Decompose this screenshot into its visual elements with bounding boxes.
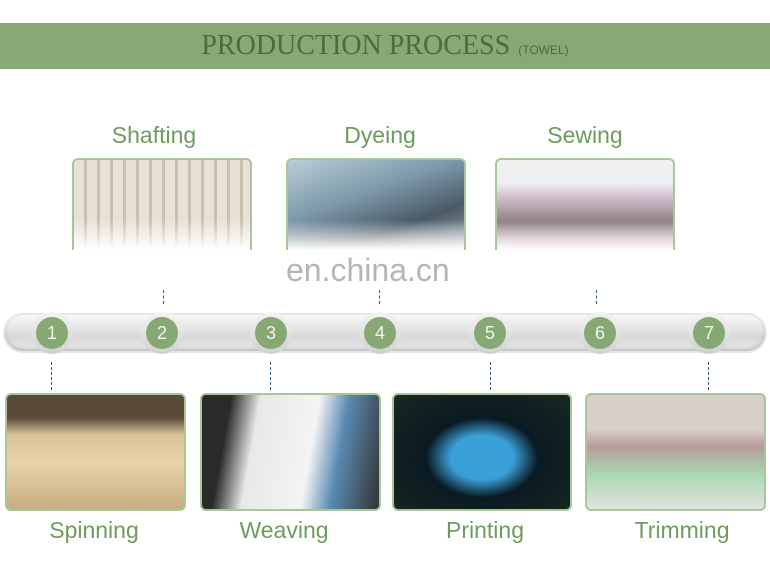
- connector: [596, 290, 597, 304]
- step-number: 5: [474, 317, 506, 349]
- connector: [379, 290, 380, 304]
- step-label-printing: Printing: [446, 517, 524, 543]
- step-number: 3: [255, 317, 287, 349]
- step-node-6: 6: [579, 312, 621, 354]
- watermark: en.china.cn: [286, 252, 450, 288]
- step-label-dyeing: Dyeing: [344, 122, 416, 148]
- step-node-5: 5: [469, 312, 511, 354]
- step-number: 2: [146, 317, 178, 349]
- header-banner: PRODUCTION PROCESS (TOWEL): [0, 23, 770, 69]
- page-subtitle: (TOWEL): [518, 43, 569, 57]
- step-label-spinning: Spinning: [49, 517, 139, 543]
- step-label-shafting: Shafting: [111, 122, 197, 148]
- page-title: PRODUCTION PROCESS: [201, 30, 511, 61]
- step-label-trimming: Trimming: [634, 517, 730, 543]
- connector: [490, 362, 491, 390]
- dyeing-photo: [286, 158, 466, 250]
- step-number: 6: [584, 317, 616, 349]
- step-number: 4: [364, 317, 396, 349]
- step-label-weaving: Weaving: [239, 517, 329, 543]
- step-node-4: 4: [359, 312, 401, 354]
- step-node-3: 3: [250, 312, 292, 354]
- weaving-photo: [200, 393, 381, 511]
- trimming-photo: [585, 393, 766, 511]
- step-node-2: 2: [141, 312, 183, 354]
- connector: [51, 362, 52, 390]
- step-node-7: 7: [688, 312, 730, 354]
- sewing-photo: [495, 158, 675, 250]
- step-label-sewing: Sewing: [547, 122, 623, 148]
- connector: [163, 290, 164, 304]
- shafting-photo: [72, 158, 252, 250]
- printing-photo: [392, 393, 572, 511]
- step-number: 1: [36, 317, 68, 349]
- connector: [708, 362, 709, 390]
- step-node-1: 1: [31, 312, 73, 354]
- connector: [270, 362, 271, 390]
- step-number: 7: [693, 317, 725, 349]
- spinning-photo: [5, 393, 186, 511]
